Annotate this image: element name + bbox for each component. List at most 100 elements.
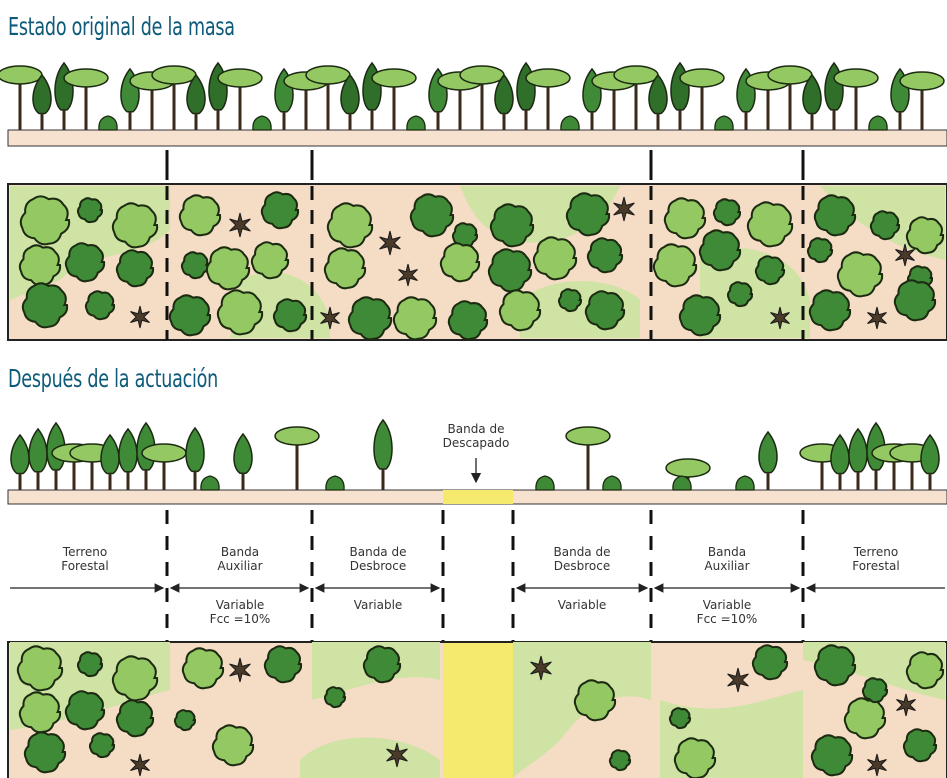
dark-tree-crown	[168, 294, 212, 337]
original-profile-view	[0, 61, 947, 147]
dark-tree-crown	[23, 731, 67, 774]
conifer-tree-icon	[10, 433, 30, 475]
shrub-icon	[895, 243, 915, 267]
dark-tree-crown	[557, 288, 583, 313]
original-plan-view	[7, 183, 947, 341]
dark-tree-crown	[115, 699, 155, 738]
shrub-icon	[130, 305, 150, 329]
shrub-icon	[386, 742, 408, 768]
bush-icon	[535, 475, 555, 491]
dim-label-desbroce-right: Variable	[557, 598, 607, 612]
bush-icon	[672, 475, 692, 491]
pine-tree-icon	[833, 68, 879, 88]
title-after-intervention: Después de la actuación	[8, 364, 219, 393]
shrub-icon	[320, 306, 340, 330]
light-tree-crown	[18, 244, 62, 287]
pine-tree-icon	[459, 65, 505, 85]
light-tree-crown	[216, 289, 264, 336]
descapado-label-line1: Banda de	[447, 422, 505, 436]
dark-tree-crown	[347, 296, 393, 341]
shrub-icon	[530, 655, 552, 681]
pine-tree-icon	[305, 65, 351, 85]
dark-tree-crown	[586, 237, 624, 274]
light-tree-crown	[323, 247, 367, 290]
pine-tree-icon	[767, 65, 813, 85]
dark-tree-crown	[260, 191, 300, 230]
light-tree-crown	[392, 296, 438, 341]
after-plan-trees	[16, 644, 945, 778]
dark-tree-crown	[808, 289, 852, 332]
conifer-tree-icon	[824, 61, 844, 111]
dark-tree-crown	[668, 707, 692, 730]
pine-tree-icon	[525, 68, 571, 88]
dark-tree-crown	[21, 282, 69, 329]
descapado-band	[443, 643, 513, 778]
conifer-tree-icon	[233, 432, 253, 474]
light-tree-crown	[16, 645, 64, 692]
light-tree-crown	[673, 737, 717, 778]
pine-tree-icon	[665, 458, 711, 478]
bush-icon	[325, 475, 345, 491]
shrub-icon	[867, 753, 887, 777]
dark-tree-crown	[115, 249, 155, 288]
dark-tree-crown	[861, 677, 889, 704]
original-profile-trees	[0, 61, 945, 131]
conifer-tree-icon	[373, 418, 393, 470]
dark-tree-crown	[726, 281, 754, 308]
original-plan-dividers	[165, 186, 805, 340]
conifer-tree-icon	[28, 427, 48, 473]
shrub-icon	[770, 306, 790, 330]
shrub-icon	[398, 263, 418, 287]
dark-tree-crown	[698, 229, 742, 272]
pine-tree-icon	[565, 426, 611, 446]
light-tree-crown	[111, 202, 159, 249]
dark-tree-crown	[64, 690, 106, 731]
light-tree-crown	[498, 289, 542, 332]
light-tree-crown	[250, 241, 290, 280]
light-tree-crown	[746, 201, 794, 248]
bush-icon	[406, 115, 426, 131]
shrub-icon	[727, 667, 749, 693]
dark-tree-crown	[409, 193, 455, 238]
conifer-tree-icon	[54, 61, 74, 111]
dark-tree-crown	[565, 192, 611, 237]
dark-tree-crown	[806, 237, 834, 264]
bush-icon	[252, 115, 272, 131]
light-tree-crown	[19, 195, 71, 246]
dark-tree-crown	[362, 645, 402, 684]
dark-tree-crown	[263, 645, 303, 684]
dark-tree-crown	[869, 210, 901, 241]
shrub-icon	[379, 230, 401, 256]
bush-icon	[560, 115, 580, 131]
descapado-label: Banda de Descapado	[426, 422, 526, 450]
pine-tree-icon	[613, 65, 659, 85]
light-tree-crown	[905, 216, 945, 255]
light-tree-crown	[573, 679, 617, 722]
title-original-state: Estado original de la masa	[8, 12, 235, 41]
light-tree-crown	[211, 724, 255, 767]
shrub-icon	[613, 196, 635, 222]
light-tree-crown	[326, 202, 374, 249]
dark-tree-crown	[64, 242, 106, 283]
dark-tree-crown	[487, 248, 533, 293]
dark-tree-crown	[323, 686, 347, 709]
dark-tree-crown	[751, 644, 789, 681]
pine-tree-icon	[371, 68, 417, 88]
dark-tree-crown	[489, 203, 535, 248]
pine-tree-icon	[679, 68, 725, 88]
original-divider-lines	[165, 150, 805, 180]
light-tree-crown	[18, 691, 62, 734]
dark-tree-crown	[608, 749, 632, 772]
after-profile-view	[7, 418, 947, 505]
dark-tree-crown	[584, 290, 626, 331]
light-tree-crown	[439, 242, 481, 283]
bush-icon	[98, 115, 118, 131]
ground-strip	[7, 129, 947, 147]
conifer-tree-icon	[758, 430, 778, 474]
shrub-icon	[229, 657, 251, 683]
